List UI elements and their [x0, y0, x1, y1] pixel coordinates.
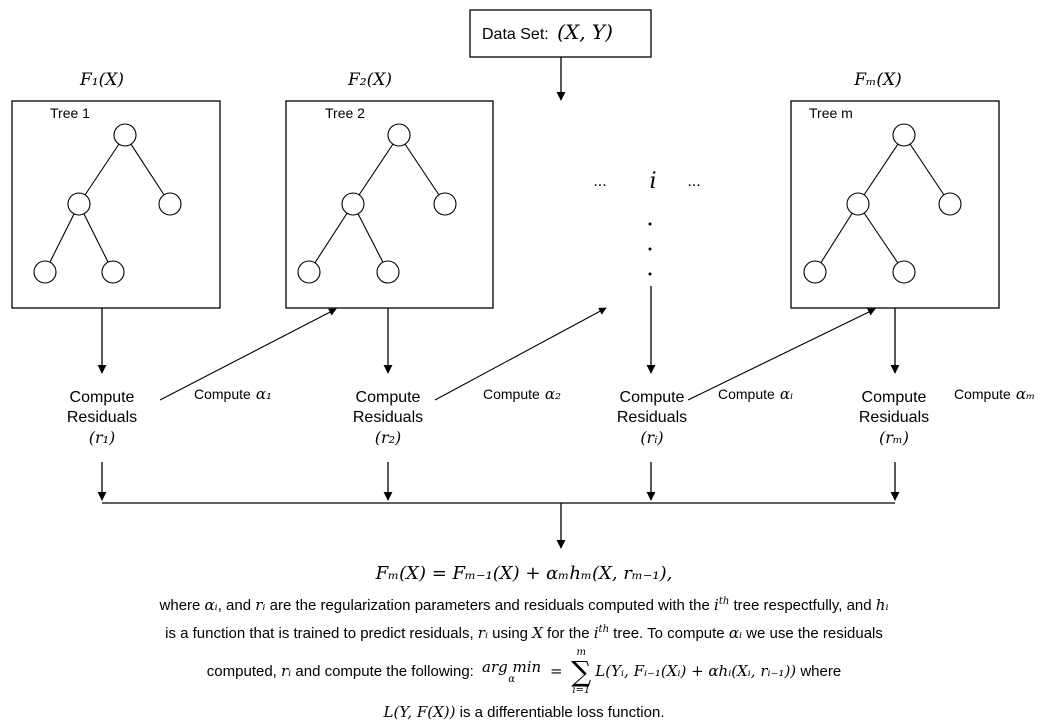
svg-text:Compute: Compute — [70, 389, 135, 406]
vertical-dots — [648, 222, 652, 276]
tree1-graph — [33, 123, 182, 284]
svg-text:(r₁): (r₁) — [89, 428, 116, 447]
explanation-line-1: where αᵢ, and rᵢ are the regularization … — [159, 596, 889, 614]
alpha-arrows — [159, 307, 876, 401]
tree2-label: Tree 2 — [325, 105, 365, 121]
residual-m: Compute Residuals (rₘ) — [859, 389, 929, 447]
svg-text:Residuals: Residuals — [617, 409, 687, 426]
dataset-box — [469, 9, 652, 58]
svg-text:Compute: Compute — [356, 389, 421, 406]
tree2-function-label: F₂(X) — [347, 70, 392, 90]
residual-1: Compute Residuals (r₁) — [67, 389, 137, 447]
explanation-line-4: L(Y, F(X)) is a differentiable loss func… — [383, 703, 665, 721]
tree2-graph — [297, 123, 457, 284]
dataset-label: Data Set: (X, Y) — [482, 20, 613, 44]
treem-graph — [803, 123, 962, 284]
svg-text:(rᵢ): (rᵢ) — [640, 428, 663, 447]
svg-text:Compute: Compute — [620, 389, 685, 406]
explanation-line-2: is a function that is trained to predict… — [165, 624, 883, 642]
svg-text:Residuals: Residuals — [67, 409, 137, 426]
treem-label: Tree m — [809, 105, 853, 121]
summation-operator: m∑i=1 — [571, 647, 592, 696]
residual-i: Compute Residuals (rᵢ) — [617, 389, 687, 447]
middle-dots-left: ... — [593, 173, 606, 190]
tree1-function-label: F₁(X) — [79, 70, 124, 90]
svg-text:Residuals: Residuals — [353, 409, 423, 426]
explanation-line-3: computed, rᵢ and compute the following: … — [206, 647, 842, 696]
middle-dots-right: ... — [687, 173, 700, 190]
tree1-label: Tree 1 — [50, 105, 90, 121]
tree-to-residual-arrows — [97, 286, 900, 374]
merge-arrows — [97, 462, 900, 549]
svg-text:(r₂): (r₂) — [375, 428, 402, 447]
main-formula: Fₘ(X) = Fₘ₋₁(X) + αₘhₘ(X, rₘ₋₁), — [375, 563, 673, 584]
treem-function-label: Fₘ(X) — [853, 70, 902, 90]
svg-text:Compute: Compute — [862, 389, 927, 406]
residual-2: Compute Residuals (r₂) — [353, 389, 423, 447]
svg-text:(rₘ): (rₘ) — [879, 428, 909, 447]
svg-text:Residuals: Residuals — [859, 409, 929, 426]
middle-index: i — [649, 169, 656, 194]
